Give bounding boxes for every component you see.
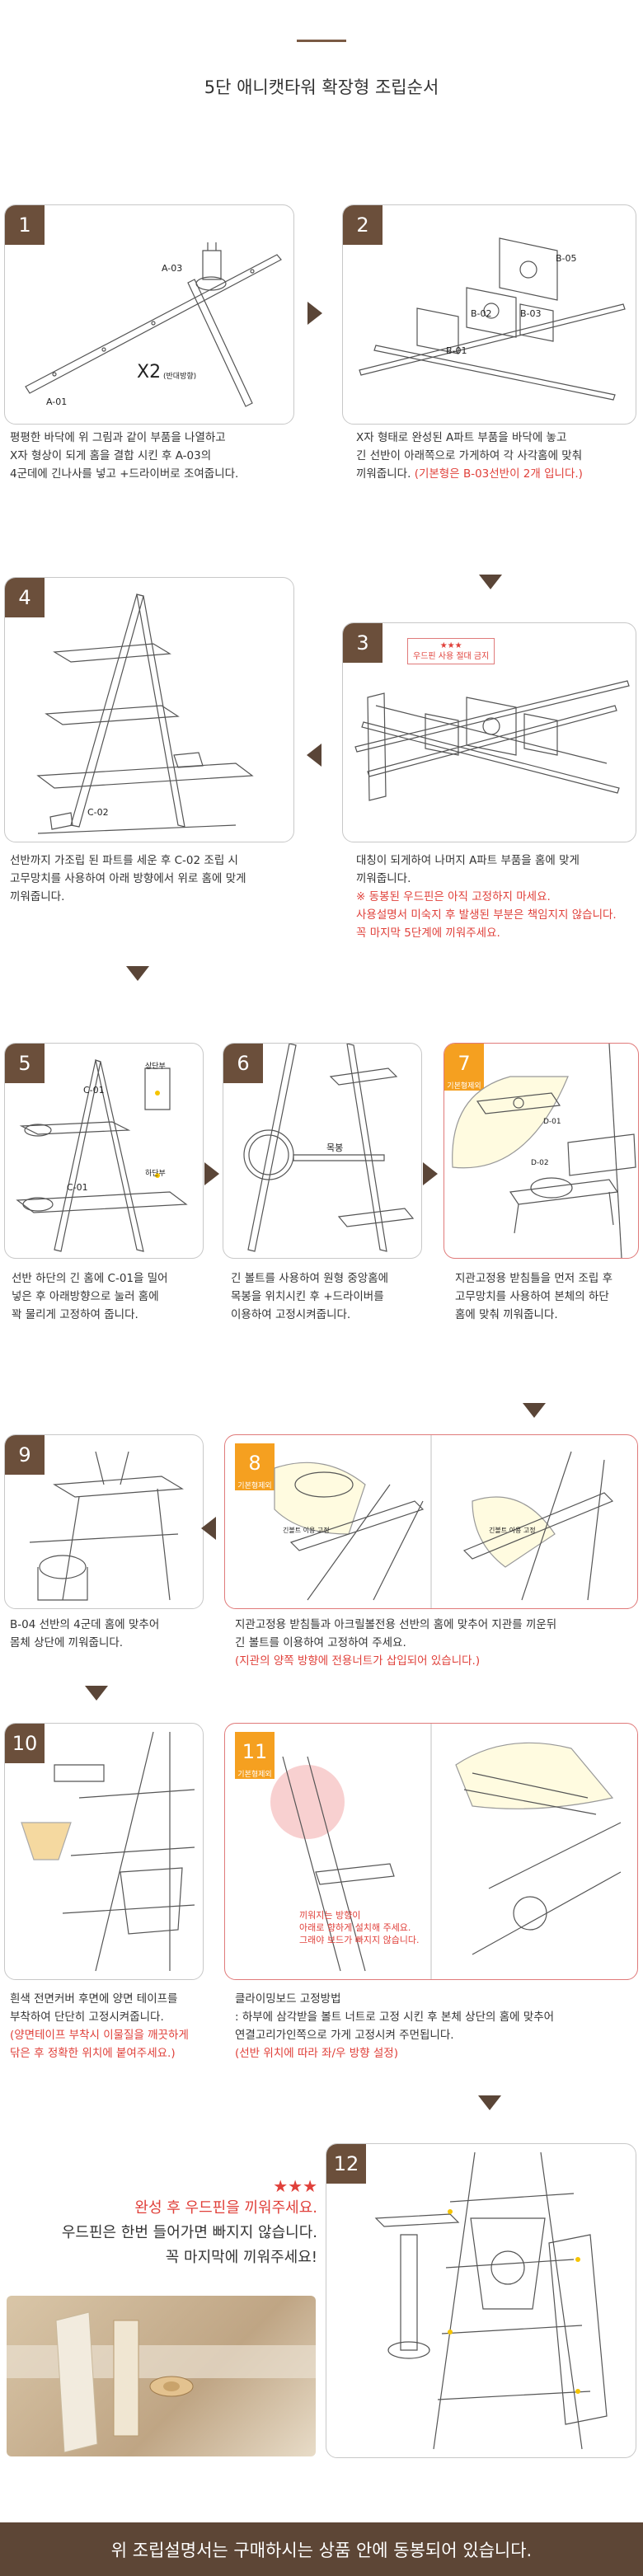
step-7-number: 7 [444,1044,484,1083]
label-bolt-fix-a: 긴볼트 이용 고정 [283,1527,330,1534]
step-7-caption: 지관고정용 받침틀을 먼저 조립 후 고무망치를 사용하여 본체의 하단 홈에 … [455,1272,613,1321]
step-2-number: 2 [343,205,383,245]
step-11-panel: 11 기본형제외 끼워지는 방향이 아래로 향하게 설치해 주세요. 그래야 보… [224,1723,638,1980]
final-note-line-2: 우드핀은 한번 들어가면 빠지지 않습니다. [61,2224,317,2241]
step-2-caption: X자 형태로 완성된 A파트 부품을 바닥에 놓고 긴 선반이 아래쪽으로 가게… [356,431,583,481]
step-2-illustration [359,237,626,401]
final-note-line-3: 꼭 마지막에 끼워주세요! [165,2249,317,2266]
step-1-illustration [25,242,282,407]
step-12-panel: 12 [326,2143,636,2458]
step-3-warning-badge: ★★★ 우드핀 사용 절대 금지 [407,638,495,664]
step-11-caption: 클라이밍보드 고정방법 : 하부에 삼각받을 볼트 너트로 고정 시킨 후 본체… [235,1992,555,2060]
arrow-left-1 [307,744,322,767]
step-8-panel: 8 기본형제외 긴볼트 이용 고정 긴볼트 이용 고정 [224,1434,638,1609]
label-a01: A-01 [46,396,68,407]
label-b03: B-03 [520,308,542,319]
step-9-number: 9 [5,1435,45,1475]
label-top-part: 상단부 [145,1063,166,1071]
step-8-caption: 지관고정용 받침틀과 아크릴볼전용 선반의 홈에 맞추어 지관를 끼운뒤 긴 볼… [235,1618,557,1668]
step-7-illustration [452,1044,636,1258]
label-a03: A-03 [162,263,183,274]
label-x2: X2 [137,362,162,382]
step-11-illustration [270,1724,622,1979]
step-6-illustration [243,1044,415,1252]
step-9-caption: B-04 선반의 4군데 홈에 맞추어 몸체 상단에 끼워줍니다. [10,1618,160,1649]
label-c01-top: C-01 [83,1085,105,1096]
page-title: 5단 애니캣타워 확장형 조립순서 [204,77,439,97]
label-b01: B-01 [446,345,467,356]
step-3-number: 3 [343,623,383,663]
step-1-caption: 평평한 바닥에 위 그림과 같이 부품을 나열하고 X자 형상이 되게 홈을 결… [10,431,239,481]
step-2-panel: 2 B-05 B-02 B-03 B-01 [342,204,636,425]
arrow-right-2 [204,1162,219,1185]
step-9-illustration [29,1451,184,1601]
step-5-caption: 선반 하단의 긴 홈에 C-01을 밀어 넣은 후 아래방향으로 눌러 홈에 꽉… [12,1272,168,1321]
final-note-stars: ★★★ [273,2176,317,2196]
step-6-panel: 6 목봉 [223,1043,422,1259]
step-5-panel: 5 상단부 C-01 하단부 C-01 [4,1043,204,1259]
label-wooden-pole: 목봉 [326,1143,344,1153]
arrow-right-1 [307,302,322,325]
label-bottom-part: 하단부 [145,1170,166,1178]
label-c01-bottom: C-01 [67,1182,88,1193]
step-8-illustration [274,1435,614,1608]
arrow-down-1 [479,575,502,589]
label-d01: D-01 [543,1118,561,1126]
step-12-number: 12 [326,2144,366,2184]
step-3-illustration [354,680,630,801]
arrow-down-5 [478,2095,501,2110]
step-4-number: 4 [5,578,45,617]
label-c02: C-02 [87,807,109,818]
step-10-number: 10 [5,1724,45,1763]
step-6-caption: 긴 볼트를 사용하여 원형 중앙홈에 목봉을 위치시킨 후 +드라이버를 이용하… [231,1272,389,1321]
label-x2-note: (반대방향) [163,373,197,381]
step-8-number: 8 [235,1443,275,1483]
step-4-caption: 선반까지 가조립 된 파트를 세운 후 C-02 조립 시 고무망치를 사용하여… [10,854,246,903]
final-note: ★★★ 완성 후 우드핀을 끼워주세요. 우드핀은 한번 들어가면 빠지지 않습… [8,2176,317,2270]
step-1-number: 1 [5,205,45,245]
label-b02: B-02 [471,308,492,319]
arrow-right-3 [423,1162,438,1185]
footer-notice: 위 조립설명서는 구매하시는 상품 안에 동봉되어 있습니다. [0,2522,643,2576]
step-4-illustration [36,594,254,834]
step-11-sublabel: 기본형제외 [235,1768,275,1779]
step-3-panel: 3 ★★★ 우드핀 사용 절대 금지 [342,622,636,842]
step-3-caption: 대칭이 되게하여 나머지 A파트 부품을 홈에 맞게 끼워줍니다. ※ 동봉된 … [356,854,617,940]
label-d02: D-02 [531,1159,549,1167]
step-11-number: 11 [235,1732,275,1771]
woodpin-photo [7,2296,316,2456]
step-5-illustration [16,1059,188,1252]
arrow-left-2 [201,1517,216,1540]
step-7-panel: 7 기본형제외 D-01 D-02 [444,1043,639,1259]
arrow-down-3 [523,1403,546,1418]
step-12-illustration [374,2151,608,2450]
step-9-panel: 9 [4,1434,204,1609]
step-6-number: 6 [223,1044,263,1083]
step-5-number: 5 [5,1044,45,1083]
step-10-illustration [21,1731,195,1972]
final-note-line-1: 완성 후 우드핀을 끼워주세요. [134,2199,317,2217]
step-10-panel: 10 [4,1723,204,1980]
step-1-panel: 1 A-03 X2 (반대방향) A-01 [4,204,294,425]
arrow-down-4 [85,1686,108,1701]
step-10-caption: 흰색 전면커버 후면에 양면 테이프를 부착하여 단단히 고정시켜줍니다. (양… [10,1992,189,2060]
step-11-direction-note: 끼워지는 방향이 아래로 향하게 설치해 주세요. 그래야 보드가 빠지지 않습… [299,1910,420,1945]
label-bolt-fix-b: 긴볼트 이용 고정 [489,1527,536,1534]
step-4-panel: 4 C-02 [4,577,294,842]
arrow-down-2 [126,966,149,981]
step-7-sublabel: 기본형제외 [444,1080,484,1091]
title-accent-bar [297,40,346,42]
label-b05: B-05 [556,253,577,264]
woodpin-photo-art [7,2311,316,2453]
step-8-sublabel: 기본형제외 [235,1480,275,1490]
